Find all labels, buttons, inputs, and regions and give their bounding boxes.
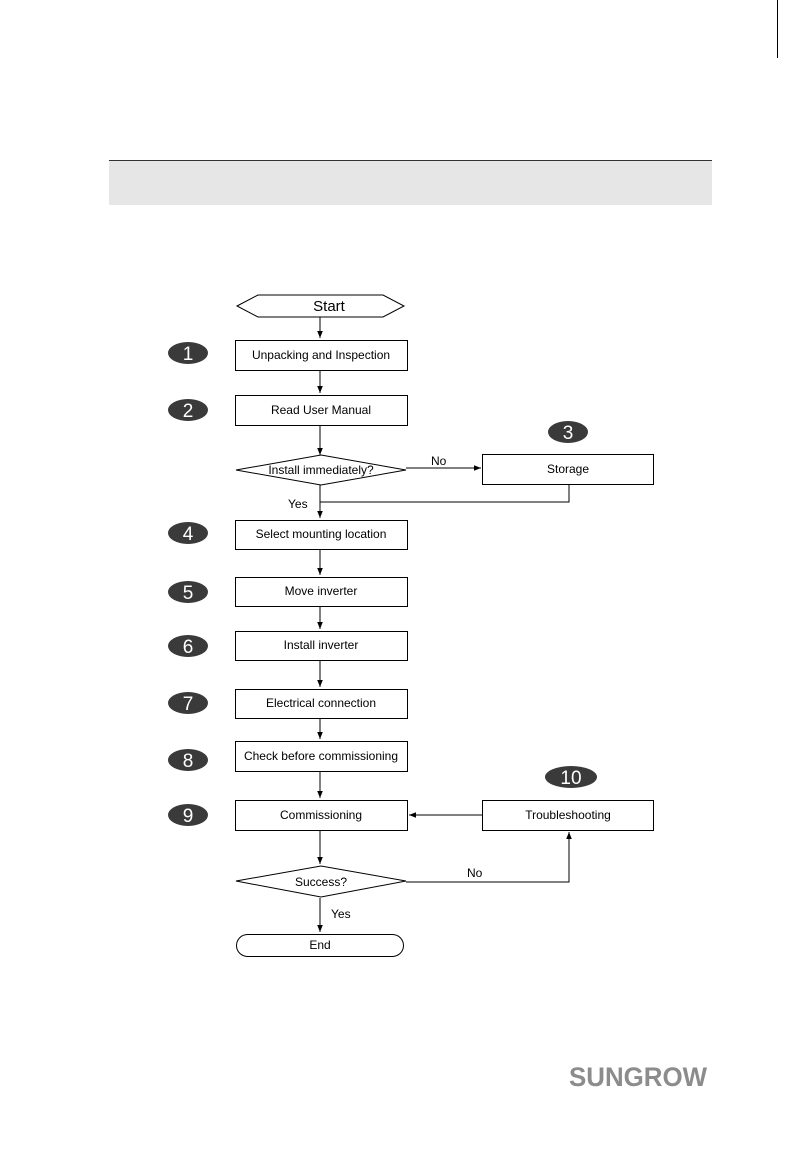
decision-success-label: Success? xyxy=(295,875,347,889)
step-label-10: Troubleshooting xyxy=(525,808,611,822)
step-num-7: 7 xyxy=(183,694,194,715)
step-label-8: Check before commissioning xyxy=(244,749,398,763)
decision-success-yes: Yes xyxy=(331,907,351,921)
start-label: Start xyxy=(313,298,346,315)
end-label: End xyxy=(309,938,330,952)
step-num-4: 4 xyxy=(183,524,194,545)
sungrow-logo: SUNGROW xyxy=(568,1062,708,1090)
decision-install-no: No xyxy=(431,454,447,468)
step-label-7: Electrical connection xyxy=(266,696,376,710)
step-num-9: 9 xyxy=(183,806,194,827)
step-num-10: 10 xyxy=(560,768,581,789)
step-label-2: Read User Manual xyxy=(271,403,371,417)
step-num-6: 6 xyxy=(183,637,194,658)
step-num-2: 2 xyxy=(183,401,194,422)
connector-storage-return xyxy=(320,485,569,502)
step-num-3: 3 xyxy=(563,423,574,444)
step-label-1: Unpacking and Inspection xyxy=(252,348,390,362)
step-label-9: Commissioning xyxy=(280,808,362,822)
step-num-5: 5 xyxy=(183,583,194,604)
logo-text: SUNGROW xyxy=(569,1062,707,1090)
decision-install-yes: Yes xyxy=(288,497,308,511)
step-num-1: 1 xyxy=(183,344,194,365)
connector-no-troubleshooting xyxy=(406,832,569,882)
step-label-6: Install inverter xyxy=(284,638,359,652)
decision-success-no: No xyxy=(467,866,483,880)
decision-install-label: Install immediately? xyxy=(268,463,374,477)
step-label-5: Move inverter xyxy=(285,584,358,598)
step-label-3: Storage xyxy=(547,462,589,476)
step-num-8: 8 xyxy=(183,751,194,772)
step-label-4: Select mounting location xyxy=(256,527,387,541)
